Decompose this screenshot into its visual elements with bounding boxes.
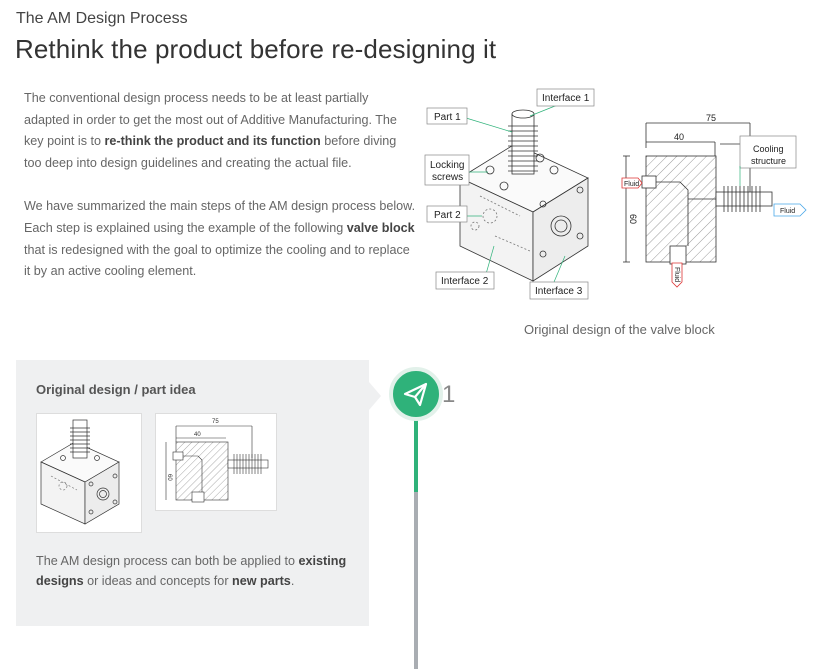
- card-description: The AM design process can both be applie…: [36, 554, 347, 588]
- paper-plane-icon: [403, 382, 428, 407]
- svg-text:Interface 2: Interface 2: [441, 276, 489, 287]
- step-card-original-design: Original design / part idea: [16, 360, 381, 626]
- step-1-marker[interactable]: [389, 367, 443, 421]
- svg-text:60: 60: [628, 214, 638, 224]
- intro-paragraph-1: The conventional design process needs to…: [24, 91, 397, 170]
- svg-text:40: 40: [194, 432, 201, 438]
- svg-text:Fluid: Fluid: [780, 208, 795, 215]
- svg-text:60: 60: [166, 474, 172, 481]
- svg-text:Interface 3: Interface 3: [535, 286, 583, 297]
- page-title: Rethink the product before re-designing …: [15, 34, 497, 64]
- step-number: 1: [442, 381, 456, 408]
- intro-text: The conventional design process needs to…: [24, 88, 416, 305]
- svg-text:75: 75: [706, 113, 716, 123]
- card-title: Original design / part idea: [36, 382, 196, 397]
- thumbnail-section-view: 75 40 60: [155, 413, 277, 511]
- svg-text:screws: screws: [432, 172, 463, 183]
- svg-text:40: 40: [674, 132, 684, 142]
- svg-text:Interface 1: Interface 1: [542, 93, 590, 104]
- valve-block-figure: Interface 1 Part 1 Locking screws Part 2…: [424, 88, 807, 300]
- figure-caption: Original design of the valve block: [524, 322, 715, 337]
- svg-text:structure: structure: [751, 156, 786, 166]
- timeline-track: [414, 410, 418, 669]
- thumbnail-3d-view: [36, 413, 142, 533]
- svg-text:Fluid: Fluid: [624, 181, 639, 188]
- timeline-progress: [414, 410, 418, 492]
- svg-text:Fluid: Fluid: [673, 267, 680, 282]
- card-pointer: [369, 382, 381, 410]
- svg-text:Part 2: Part 2: [434, 210, 461, 221]
- svg-text:Cooling: Cooling: [753, 144, 784, 154]
- svg-text:Part 1: Part 1: [434, 112, 461, 123]
- intro-paragraph-2: We have summarized the main steps of the…: [24, 199, 416, 279]
- page-eyebrow: The AM Design Process: [16, 10, 188, 27]
- svg-text:Locking: Locking: [430, 160, 464, 171]
- svg-text:75: 75: [212, 419, 219, 425]
